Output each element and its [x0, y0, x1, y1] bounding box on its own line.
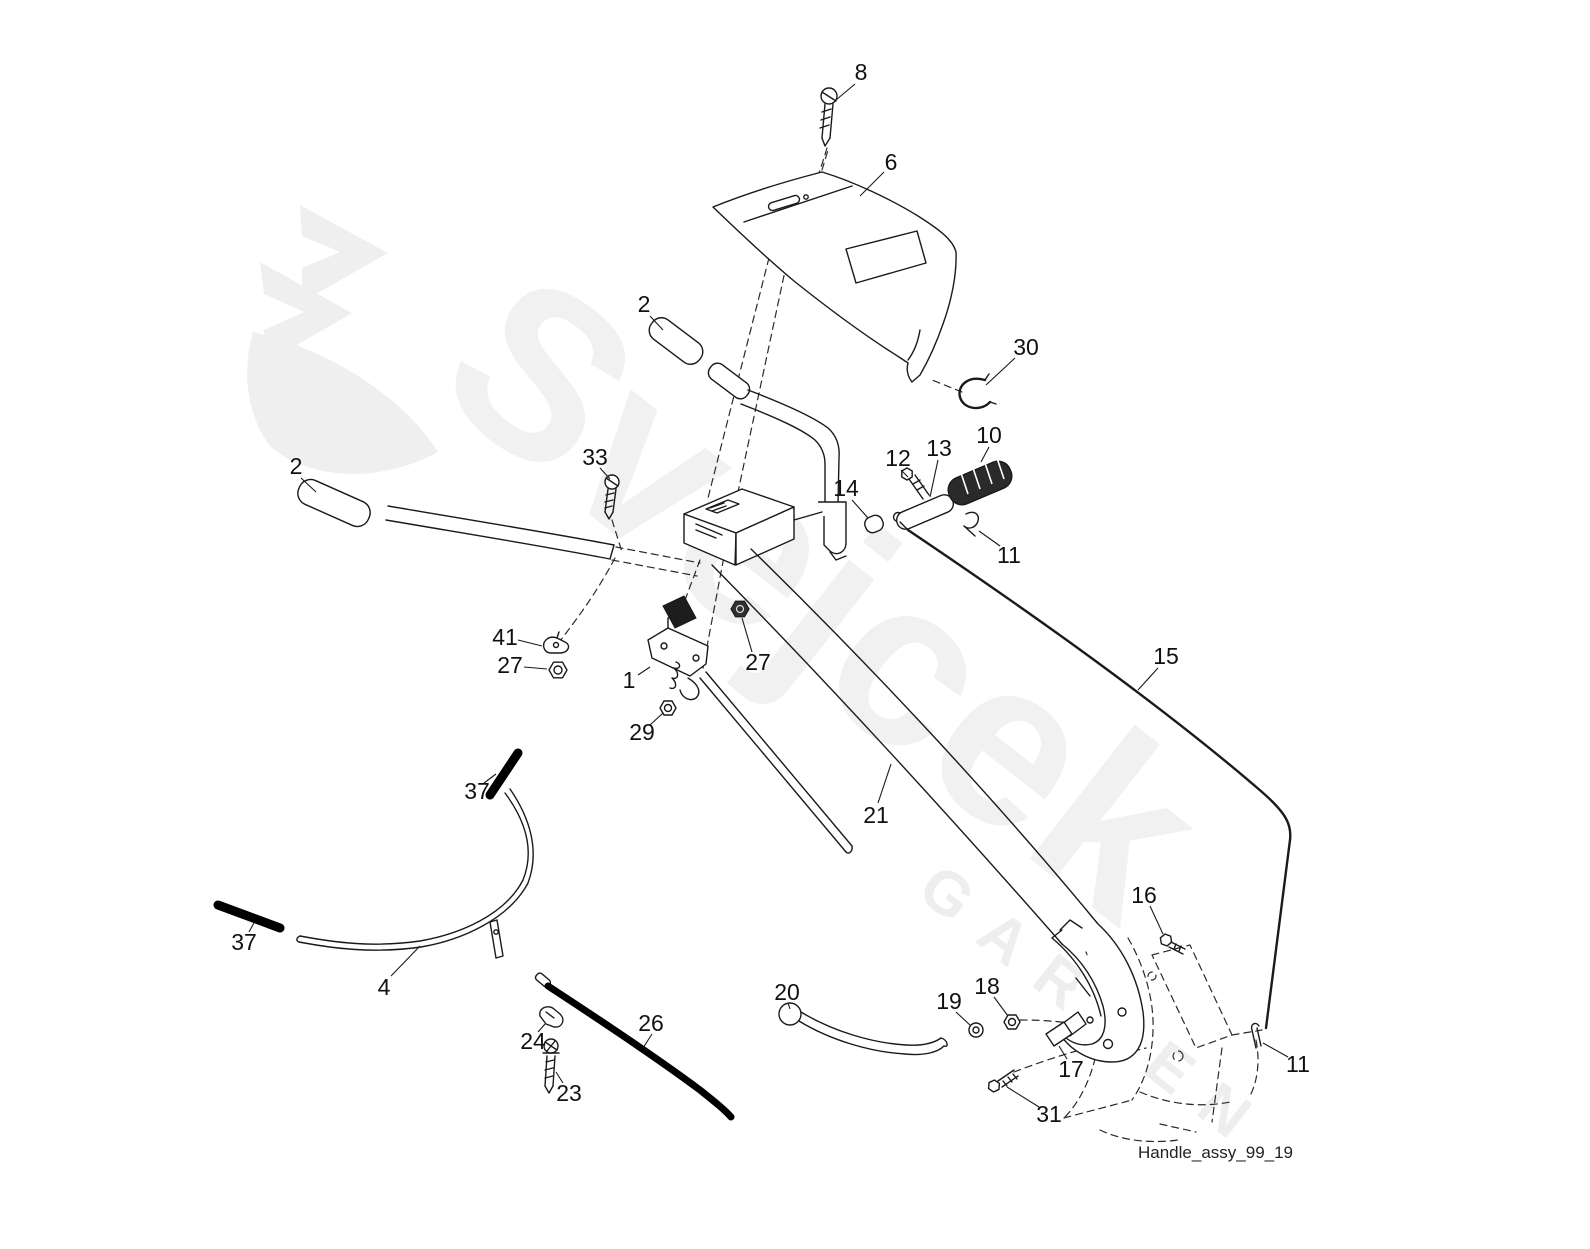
part-label-8: 8	[855, 59, 868, 85]
shift-lever-20	[778, 1002, 948, 1056]
part-label-18: 18	[974, 973, 1000, 999]
part-label-27b: 27	[745, 649, 771, 675]
part-number-labels: 8 6 2 30 2 33 10 13 12 14 11 41 27 1 27 …	[231, 59, 1310, 1127]
right-handlebar-tube	[740, 389, 847, 561]
part-label-12: 12	[885, 445, 911, 471]
lever-bracket-1	[647, 613, 709, 701]
part-label-29: 29	[629, 719, 655, 745]
part-label-11b: 11	[1286, 1051, 1310, 1077]
screw-23	[542, 1038, 560, 1094]
pin-11b	[1250, 1022, 1262, 1049]
part-label-37a: 37	[464, 778, 490, 804]
leader-lines	[248, 83, 1289, 1108]
part-label-23: 23	[556, 1080, 582, 1106]
watermark-brand-text: Svejcek	[399, 222, 1251, 968]
part-label-11a: 11	[997, 542, 1021, 568]
part-label-41: 41	[492, 624, 518, 650]
part-label-30: 30	[1013, 334, 1039, 360]
bail-rod-4	[296, 788, 534, 959]
main-handle-tube	[711, 548, 1099, 945]
hex-nut-29	[659, 700, 677, 716]
rod-sleeve-37b	[213, 900, 285, 933]
spacer-plates-17	[1045, 1011, 1087, 1047]
screw-33	[604, 474, 620, 520]
console-mount-bracket	[683, 488, 823, 566]
cable-26	[534, 972, 735, 1121]
cotter-clip-11a	[963, 511, 980, 537]
part-label-13: 13	[926, 435, 952, 461]
part-label-14: 14	[833, 475, 859, 501]
part-label-15: 15	[1153, 643, 1179, 669]
vibration-pad	[662, 595, 697, 629]
bolt-16	[1159, 933, 1186, 955]
hex-bolt-12	[901, 467, 930, 500]
part-label-6: 6	[885, 149, 898, 175]
part-label-4: 4	[378, 974, 391, 1000]
part-label-37b: 37	[231, 929, 257, 955]
part-label-27a: 27	[497, 652, 523, 678]
part-label-31: 31	[1036, 1101, 1062, 1127]
part-label-24: 24	[520, 1028, 546, 1054]
hex-nut-18	[1003, 1014, 1021, 1030]
part-label-26: 26	[638, 1010, 664, 1036]
cable-clip-24	[539, 1006, 564, 1028]
part-label-19: 19	[936, 988, 962, 1014]
handle-grip-10	[947, 454, 1013, 506]
part-label-10: 10	[976, 422, 1002, 448]
part-label-21: 21	[863, 802, 889, 828]
part-label-1: 1	[623, 667, 636, 693]
left-grip	[297, 478, 371, 528]
part-label-2a: 2	[638, 291, 651, 317]
watermark-leaf-logo	[247, 205, 438, 474]
hex-nut-27a	[548, 661, 568, 679]
bolt-31	[987, 1069, 1019, 1093]
cover-screw	[819, 87, 838, 147]
part-label-33: 33	[582, 444, 608, 470]
left-handlebar-tube	[385, 505, 615, 560]
clamp-41	[542, 631, 570, 654]
lever-rod	[699, 671, 853, 854]
long-rod-15	[899, 521, 1292, 1030]
diagram-caption: Handle_assy_99_19	[1138, 1143, 1293, 1162]
part-label-2b: 2	[290, 453, 303, 479]
control-handle-assembly	[864, 454, 1013, 537]
rod-sleeve-37a	[485, 748, 523, 800]
washer-19	[968, 1022, 984, 1038]
hex-nut-27b	[730, 600, 750, 618]
part-label-16: 16	[1131, 882, 1157, 908]
console-cover	[712, 171, 957, 383]
retainer-clip-30	[958, 373, 997, 410]
part-label-20: 20	[774, 979, 800, 1005]
part-label-17: 17	[1058, 1056, 1084, 1082]
